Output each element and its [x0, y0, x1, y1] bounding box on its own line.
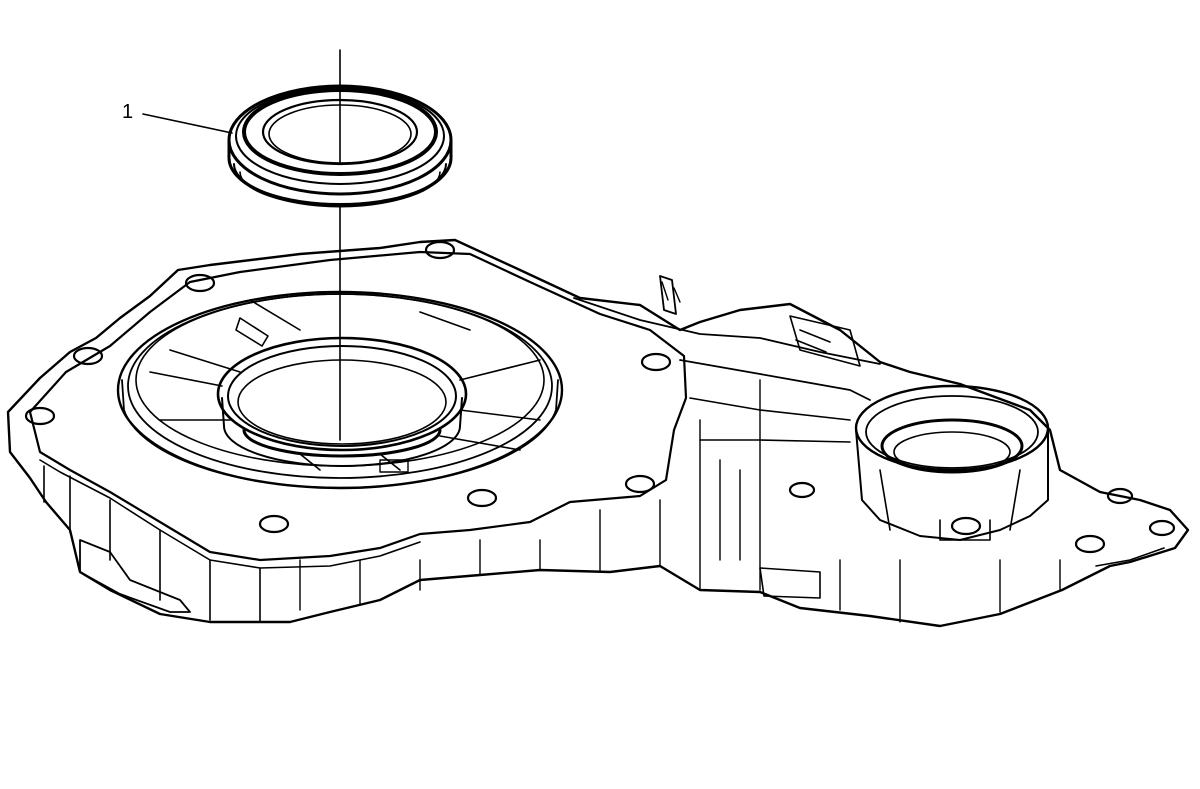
transfer-case-housing	[6, 238, 1190, 628]
callout-leader-line	[142, 113, 233, 134]
callout-label-1: 1	[122, 101, 134, 123]
